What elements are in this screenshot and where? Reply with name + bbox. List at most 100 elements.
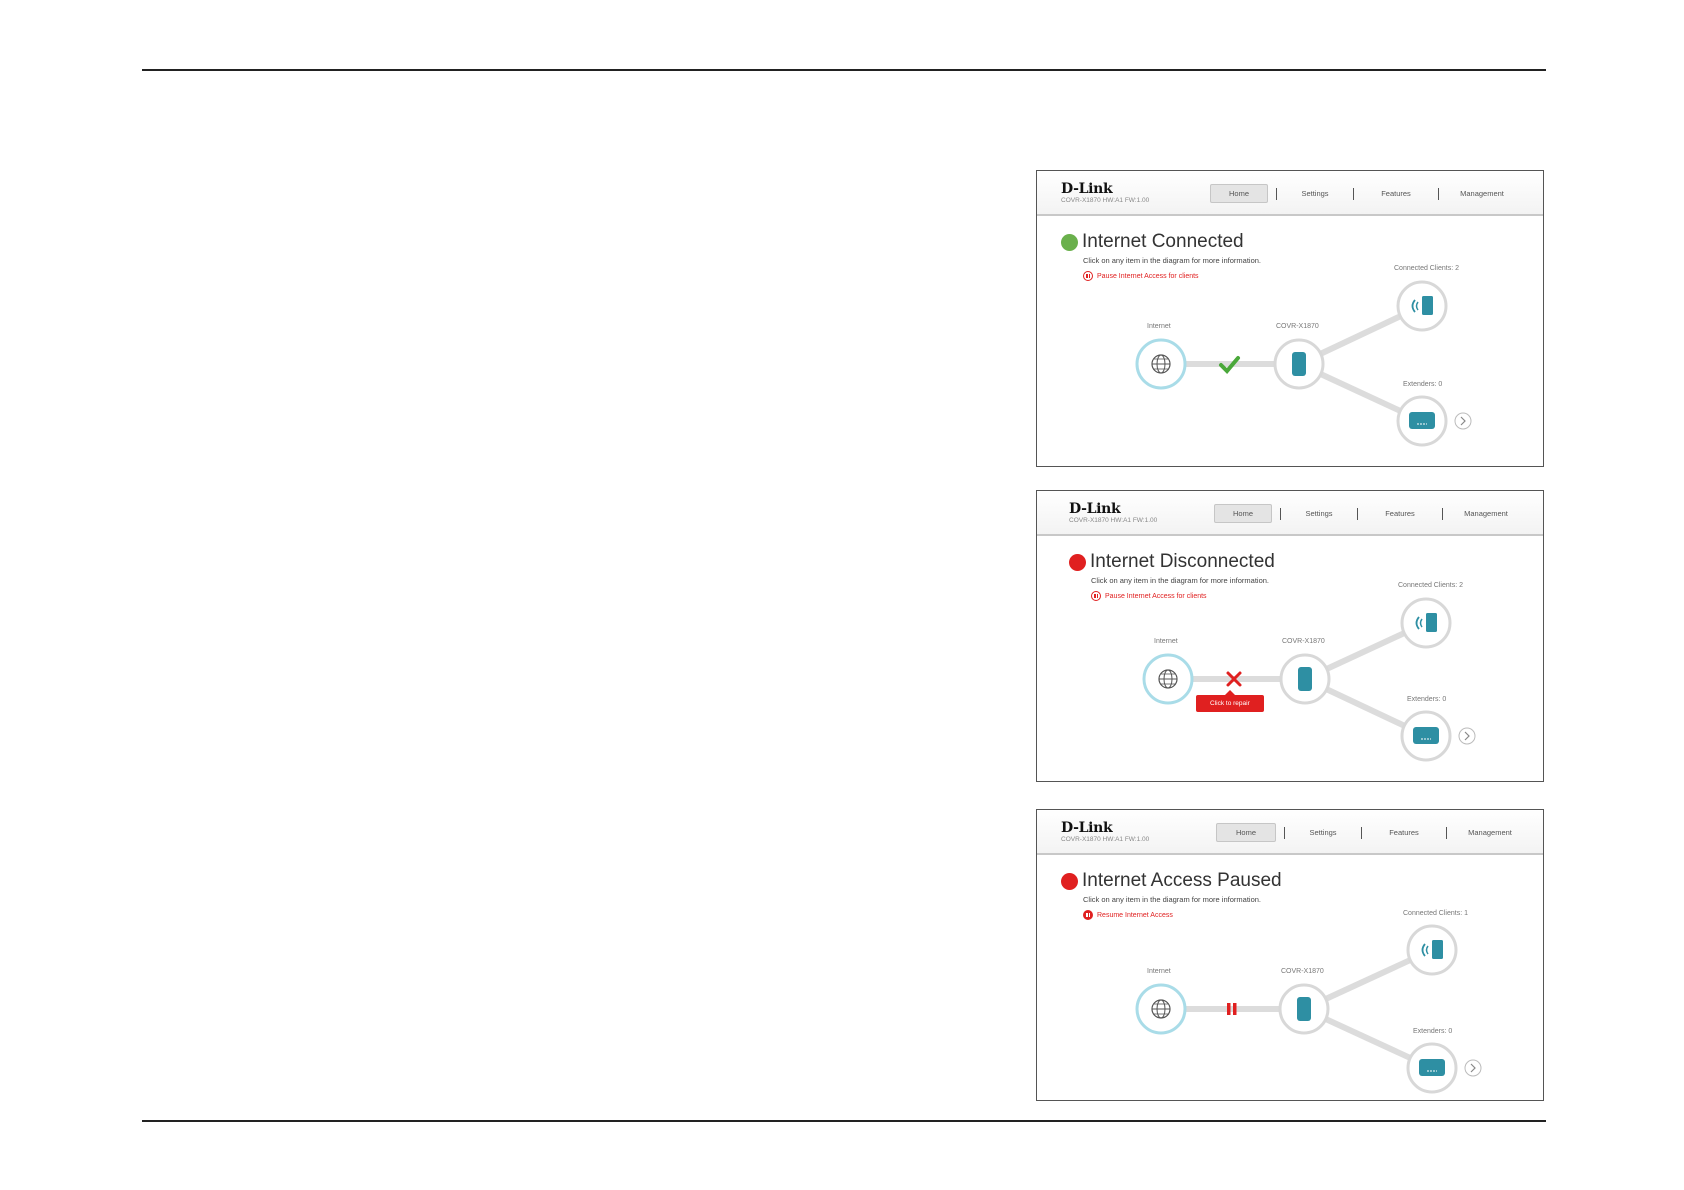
status-dot-icon bbox=[1061, 872, 1078, 890]
dlink-logo: D-Link bbox=[1061, 820, 1113, 836]
internet-label: Internet bbox=[1154, 638, 1178, 645]
status-title: Internet Access Paused bbox=[1082, 870, 1282, 891]
tab-features[interactable]: Features bbox=[1381, 189, 1411, 198]
screenshot-internet-paused: D-Link COVR-X1870 HW:A1 FW:1.00 Home Set… bbox=[1036, 809, 1544, 1101]
extenders-count-label: Extenders: 0 bbox=[1413, 1028, 1453, 1035]
diagram-hint: Click on any item in the diagram for mor… bbox=[1083, 256, 1261, 265]
internet-status: Internet Access Paused bbox=[1061, 870, 1282, 892]
top-nav: Home Settings Features Management bbox=[1216, 823, 1525, 842]
model-firmware-label: COVR-X1870 HW:A1 FW:1.00 bbox=[1061, 197, 1150, 204]
pause-internet-link[interactable]: Pause Internet Access for clients bbox=[1091, 591, 1207, 601]
top-nav: Home Settings Features Management bbox=[1210, 184, 1517, 203]
router-node[interactable] bbox=[1278, 983, 1330, 1035]
network-diagram bbox=[1142, 597, 1476, 762]
chevron-right-icon bbox=[1464, 731, 1470, 741]
internet-node[interactable] bbox=[1135, 983, 1187, 1035]
router-icon bbox=[1297, 997, 1311, 1021]
extenders-node[interactable] bbox=[1396, 395, 1448, 447]
chevron-right-icon bbox=[1460, 416, 1466, 426]
clients-count-label: Connected Clients: 1 bbox=[1403, 910, 1468, 917]
tab-management[interactable]: Management bbox=[1468, 828, 1512, 837]
disconnected-x-icon bbox=[1226, 671, 1242, 687]
extenders-count-label: Extenders: 0 bbox=[1403, 381, 1443, 388]
top-nav: Home Settings Features Management bbox=[1214, 504, 1521, 523]
tab-home[interactable]: Home bbox=[1210, 184, 1268, 203]
wifi-wave-icon bbox=[1421, 943, 1426, 957]
pause-internet-label: Pause Internet Access for clients bbox=[1097, 272, 1199, 280]
router-icon bbox=[1298, 667, 1312, 691]
mobile-device-icon bbox=[1426, 613, 1437, 632]
pause-internet-link[interactable]: Pause Internet Access for clients bbox=[1083, 271, 1199, 281]
top-rule bbox=[142, 69, 1546, 71]
nav-separator bbox=[1284, 826, 1285, 839]
extender-icon bbox=[1419, 1059, 1445, 1076]
router-header: D-Link COVR-X1870 HW:A1 FW:1.00 Home Set… bbox=[1037, 171, 1543, 216]
internet-node[interactable] bbox=[1142, 653, 1194, 705]
globe-icon bbox=[1151, 999, 1171, 1019]
mobile-device-icon bbox=[1432, 940, 1443, 959]
router-node[interactable] bbox=[1279, 653, 1331, 705]
tab-settings[interactable]: Settings bbox=[1301, 189, 1329, 198]
wifi-wave-icon bbox=[1415, 616, 1420, 630]
nav-separator bbox=[1357, 507, 1358, 520]
mobile-device-icon bbox=[1422, 296, 1433, 315]
connected-check-icon bbox=[1219, 356, 1240, 374]
diagram-hint: Click on any item in the diagram for mor… bbox=[1083, 895, 1261, 904]
pause-icon bbox=[1083, 910, 1093, 920]
router-header: D-Link COVR-X1870 HW:A1 FW:1.00 Home Set… bbox=[1037, 491, 1543, 536]
tab-management[interactable]: Management bbox=[1464, 509, 1508, 518]
nav-separator bbox=[1438, 187, 1439, 200]
status-dot-icon bbox=[1069, 553, 1086, 571]
extenders-node[interactable] bbox=[1400, 710, 1452, 762]
router-label: COVR-X1870 bbox=[1282, 638, 1325, 645]
resume-internet-link[interactable]: Resume Internet Access bbox=[1083, 910, 1173, 920]
router-label: COVR-X1870 bbox=[1281, 968, 1324, 975]
resume-internet-label: Resume Internet Access bbox=[1097, 911, 1173, 919]
network-diagram bbox=[1135, 924, 1482, 1094]
nav-separator bbox=[1276, 187, 1277, 200]
more-extenders-button[interactable] bbox=[1464, 1059, 1482, 1077]
wifi-wave-icon bbox=[1411, 299, 1416, 313]
internet-label: Internet bbox=[1147, 323, 1171, 330]
click-to-repair-button[interactable]: Click to repair bbox=[1196, 690, 1264, 712]
extender-icon bbox=[1409, 412, 1435, 429]
status-dot-icon bbox=[1061, 233, 1078, 251]
globe-icon bbox=[1151, 354, 1171, 374]
screenshot-internet-connected: D-Link COVR-X1870 HW:A1 FW:1.00 Home Set… bbox=[1036, 170, 1544, 467]
status-title: Internet Connected bbox=[1082, 231, 1244, 252]
tab-home[interactable]: Home bbox=[1214, 504, 1272, 523]
extenders-count-label: Extenders: 0 bbox=[1407, 696, 1447, 703]
tab-management[interactable]: Management bbox=[1460, 189, 1504, 198]
extender-icon bbox=[1413, 727, 1439, 744]
nav-separator bbox=[1442, 507, 1443, 520]
router-label: COVR-X1870 bbox=[1276, 323, 1319, 330]
nav-separator bbox=[1446, 826, 1447, 839]
bottom-rule bbox=[142, 1120, 1546, 1122]
network-diagram bbox=[1135, 280, 1472, 447]
diagram-hint: Click on any item in the diagram for mor… bbox=[1091, 576, 1269, 585]
clients-node[interactable] bbox=[1400, 597, 1452, 649]
status-title: Internet Disconnected bbox=[1090, 551, 1275, 572]
tab-features[interactable]: Features bbox=[1385, 509, 1415, 518]
tab-settings[interactable]: Settings bbox=[1305, 509, 1333, 518]
chevron-right-icon bbox=[1470, 1063, 1476, 1073]
nav-separator bbox=[1353, 187, 1354, 200]
clients-count-label: Connected Clients: 2 bbox=[1398, 582, 1463, 589]
pause-icon bbox=[1091, 591, 1101, 601]
more-extenders-button[interactable] bbox=[1454, 412, 1472, 430]
router-header: D-Link COVR-X1870 HW:A1 FW:1.00 Home Set… bbox=[1037, 810, 1543, 855]
internet-node[interactable] bbox=[1135, 338, 1187, 390]
internet-status: Internet Disconnected bbox=[1069, 551, 1275, 573]
more-extenders-button[interactable] bbox=[1458, 727, 1476, 745]
pause-internet-label: Pause Internet Access for clients bbox=[1105, 592, 1207, 600]
globe-icon bbox=[1158, 669, 1178, 689]
clients-node[interactable] bbox=[1396, 280, 1448, 332]
tab-settings[interactable]: Settings bbox=[1309, 828, 1337, 837]
clients-node[interactable] bbox=[1406, 924, 1458, 976]
router-node[interactable] bbox=[1273, 338, 1325, 390]
nav-separator bbox=[1280, 507, 1281, 520]
tab-features[interactable]: Features bbox=[1389, 828, 1419, 837]
nav-separator bbox=[1361, 826, 1362, 839]
tab-home[interactable]: Home bbox=[1216, 823, 1276, 842]
extenders-node[interactable] bbox=[1406, 1042, 1458, 1094]
